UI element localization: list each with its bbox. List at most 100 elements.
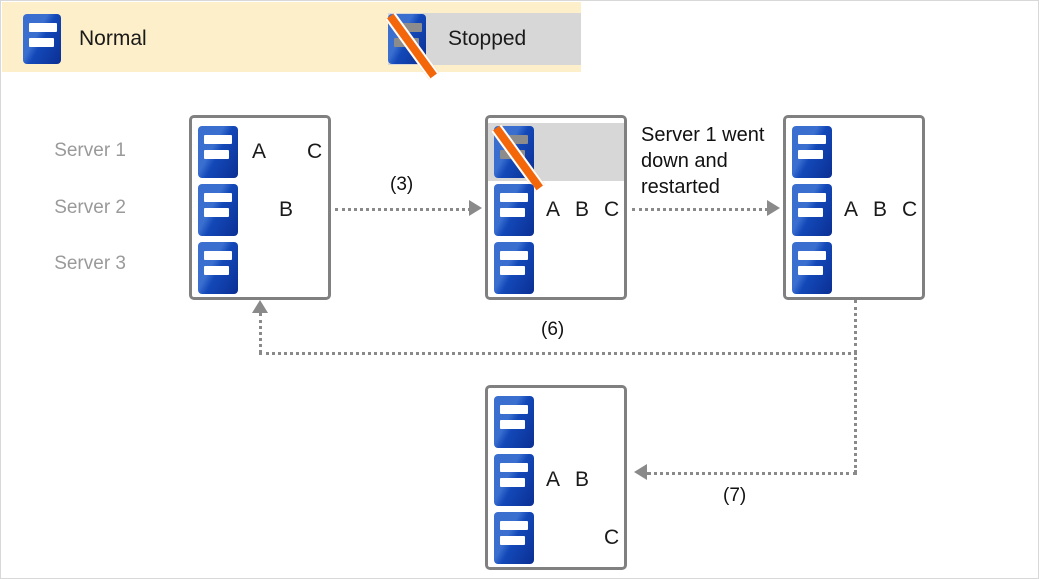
server-bar-bottom (204, 266, 229, 275)
partition-label: A (844, 198, 859, 221)
node-items (832, 123, 922, 181)
partition-label: B (575, 198, 590, 221)
server-bar-top (798, 193, 826, 202)
node-row: A C (198, 123, 328, 181)
server-bar-top (204, 193, 232, 202)
edge-6-segment-down (854, 300, 857, 353)
partition-label: C (604, 198, 620, 221)
server-bar-bottom (798, 150, 823, 159)
state-box-4: A B C (485, 385, 627, 570)
legend-band: Normal Stopped (2, 2, 581, 80)
server-icon (198, 184, 238, 236)
server-bar-top (500, 251, 528, 260)
node-row: A B C (494, 181, 624, 239)
legend-label-stopped: Stopped (448, 27, 527, 50)
node-items: A B (534, 451, 624, 509)
node-items (534, 239, 624, 297)
node-items (238, 239, 328, 297)
edge-3-arrowhead (469, 200, 482, 216)
node-items (534, 393, 624, 451)
node-row (494, 393, 624, 451)
server-icon (792, 184, 832, 236)
server-bar-top (204, 251, 232, 260)
partition-label: C (902, 198, 918, 221)
partition-label: B (873, 198, 888, 221)
state-box-2: A B C (485, 115, 627, 300)
node-items: A C (238, 123, 328, 181)
node-row (198, 239, 328, 297)
server-bar-top (500, 521, 528, 530)
server-bar-top (500, 135, 528, 144)
server-bar-top (798, 135, 826, 144)
server-icon (494, 396, 534, 448)
server-bar-bottom (500, 536, 525, 545)
row-label-server-3: Server 3 (54, 253, 126, 274)
node-items: B (238, 181, 328, 239)
server-icon (792, 126, 832, 178)
server-stopped-icon (385, 12, 439, 80)
node-items: A B C (832, 181, 922, 239)
partition-label: C (604, 526, 620, 549)
edge-6-segment-left (259, 352, 857, 355)
node-items: A B C (534, 181, 624, 239)
node-row: A B (494, 451, 624, 509)
edge-restart-arrowhead (767, 200, 780, 216)
server-icon (198, 242, 238, 294)
edge-3-label: (3) (390, 174, 414, 195)
node-items (832, 239, 922, 297)
node-row: B (198, 181, 328, 239)
server-icon (494, 184, 534, 236)
legend-item-stopped: Stopped (385, 12, 581, 80)
server-icon (494, 242, 534, 294)
node-items: C (534, 509, 624, 567)
server-bar-top (500, 405, 528, 414)
partition-label: A (546, 468, 561, 491)
server-bar-bottom (500, 478, 525, 487)
edge-restart-line (632, 208, 768, 211)
server-bar-bottom (798, 208, 823, 217)
edge-6-label: (6) (541, 319, 565, 340)
node-row: A B C (792, 181, 922, 239)
edge-7-label: (7) (723, 485, 747, 506)
row-label-server-2: Server 2 (54, 197, 126, 218)
node-row (792, 239, 922, 297)
server-bar-bottom (500, 208, 525, 217)
node-row-highlighted (488, 123, 624, 192)
server-bar-top (204, 135, 232, 144)
partition-label: B (575, 468, 590, 491)
server-bar-bottom (798, 266, 823, 275)
annotation-text: Server 1 went down and restarted (641, 124, 765, 198)
server-bar-top (394, 23, 422, 32)
edge-7-arrowhead (634, 464, 647, 480)
edge-6-segment-up (259, 313, 262, 353)
server-bar-bottom (500, 420, 525, 429)
partition-label: B (279, 198, 294, 221)
server-icon (23, 14, 61, 64)
node-row (494, 239, 624, 297)
partition-label: C (307, 140, 323, 163)
server-bar-top (29, 23, 57, 32)
node-row (792, 123, 922, 181)
state-box-1: A C B (189, 115, 331, 300)
server-bar-bottom (204, 150, 229, 159)
node-items (534, 123, 624, 181)
server-icon (494, 454, 534, 506)
row-label-server-1: Server 1 (54, 140, 126, 161)
edge-7-segment-left (647, 472, 857, 475)
node-row: C (494, 509, 624, 567)
server-icon (198, 126, 238, 178)
server-bar-top (798, 251, 826, 260)
edge-7-segment-down (854, 352, 857, 473)
server-icon (792, 242, 832, 294)
partition-label: A (546, 198, 561, 221)
edge-3-line (335, 208, 471, 211)
partition-label: A (252, 140, 267, 163)
server-icon (494, 512, 534, 564)
server-bar-top (500, 193, 528, 202)
legend-item-normal: Normal (23, 13, 147, 65)
server-bar-bottom (204, 208, 229, 217)
state-box-3: A B C (783, 115, 925, 300)
server-bar-top (500, 463, 528, 472)
server-bar-bottom (500, 266, 525, 275)
